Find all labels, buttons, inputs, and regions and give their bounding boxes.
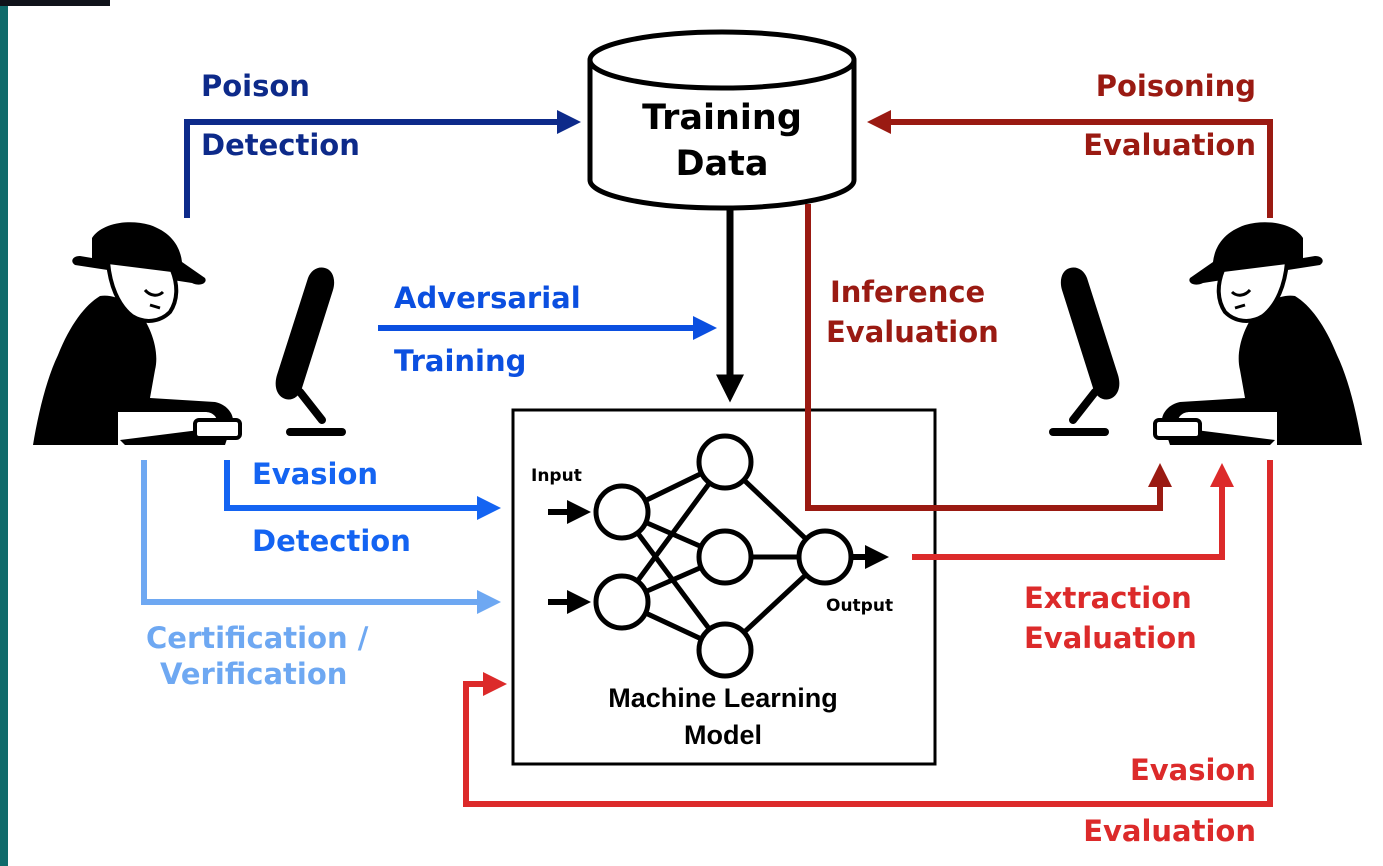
evasion-evaluation-arrow [463,460,1273,807]
hidden-node-1 [696,433,754,491]
right-hacker-icon [1153,222,1362,445]
right-monitor-icon [1049,267,1120,436]
training-data-line2: Data [675,144,769,184]
model-box [511,408,937,766]
certification-label: Certification / Verification [146,620,368,692]
adversarial-training-line1: Adversarial [394,281,581,315]
evasion-detection-label: Evasion Detection [252,460,411,556]
evasion-evaluation-line2: Evaluation [1083,814,1256,848]
left-monitor-icon [275,267,346,436]
poison-detection-line1: Poison [201,69,310,103]
inference-evaluation-arrow [805,204,1172,511]
output-node [796,528,854,586]
training-data-label: Training Data [622,95,822,187]
hidden-node-3 [696,621,754,679]
input-node-1 [593,483,651,541]
hidden-node-2 [696,528,754,586]
inference-evaluation-line2: Evaluation [826,315,999,349]
frame-left-edge [0,0,8,866]
model-label-line1: Machine Learning [608,683,838,713]
adversarial-training-label: Adversarial Training [394,284,581,376]
input-label: Input [531,466,582,486]
extraction-evaluation-arrow [912,463,1234,560]
evasion-evaluation-label: Evasion Evaluation [1060,756,1256,846]
extraction-evaluation-line2: Evaluation [1024,621,1197,655]
frame-top-left [0,0,110,6]
evasion-detection-line1: Evasion [252,457,379,491]
adversarial-training-line2: Training [394,344,527,378]
evasion-detection-line2: Detection [252,524,411,558]
model-label: Machine Learning Model [573,680,873,754]
poisoning-evaluation-line2: Evaluation [1083,128,1256,162]
inference-evaluation-line1: Inference [830,275,986,309]
left-hacker-icon [33,222,242,445]
extraction-evaluation-line1: Extraction [1024,581,1192,615]
neural-network [593,433,854,679]
poison-detection-arrow [184,110,581,218]
poisoning-evaluation-label: Poisoning Evaluation [1060,72,1256,160]
extraction-evaluation-label: Extraction Evaluation [1024,578,1197,658]
certification-line1: Certification / [146,621,369,655]
poisoning-evaluation-arrow [867,110,1273,218]
evasion-detection-arrow [224,460,501,520]
certification-arrow [141,460,501,614]
output-label: Output [826,596,894,616]
input-node-2 [593,573,651,631]
poisoning-evaluation-line1: Poisoning [1095,69,1256,103]
training-data-cylinder [587,29,857,211]
poison-detection-label: Poison Detection [201,72,360,160]
certification-line2: Verification [160,657,348,691]
evasion-evaluation-line1: Evasion [1129,753,1256,787]
model-label-line2: Model [684,720,762,750]
inference-evaluation-label: Inference Evaluation [826,272,999,352]
training-data-line1: Training [642,98,802,138]
poison-detection-line2: Detection [201,128,360,162]
